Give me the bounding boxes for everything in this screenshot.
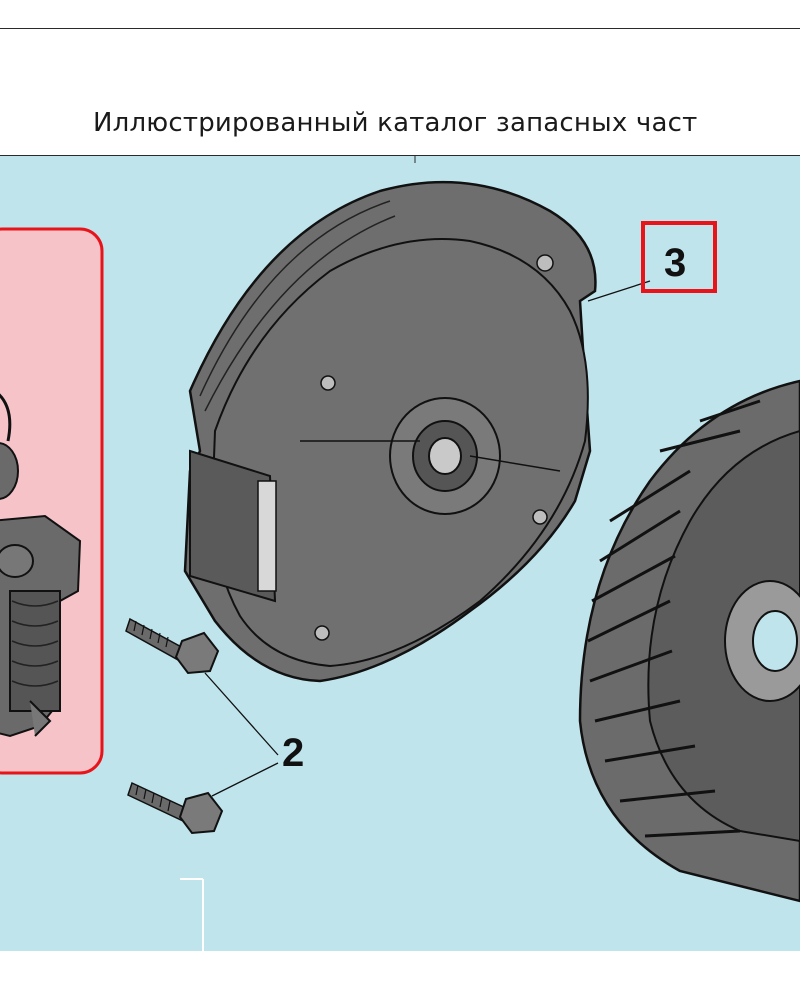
page-title: Иллюстрированный каталог запасных част (93, 108, 698, 138)
bolt-upper (125, 617, 220, 675)
callout-label-flywheel: 3 (664, 241, 687, 285)
bolts (125, 617, 224, 835)
bolt-lower (127, 781, 224, 835)
callout-highlight-box (641, 221, 717, 293)
cooling-fan (578, 379, 800, 903)
flywheel (183, 180, 597, 683)
header-rule (0, 28, 800, 29)
parts-diagram (0, 155, 800, 951)
ignition-coil-panel (0, 227, 104, 775)
parts-illustration (0, 156, 800, 951)
callout-label-bolts: 2 (282, 731, 305, 775)
leader-lines (204, 280, 651, 797)
